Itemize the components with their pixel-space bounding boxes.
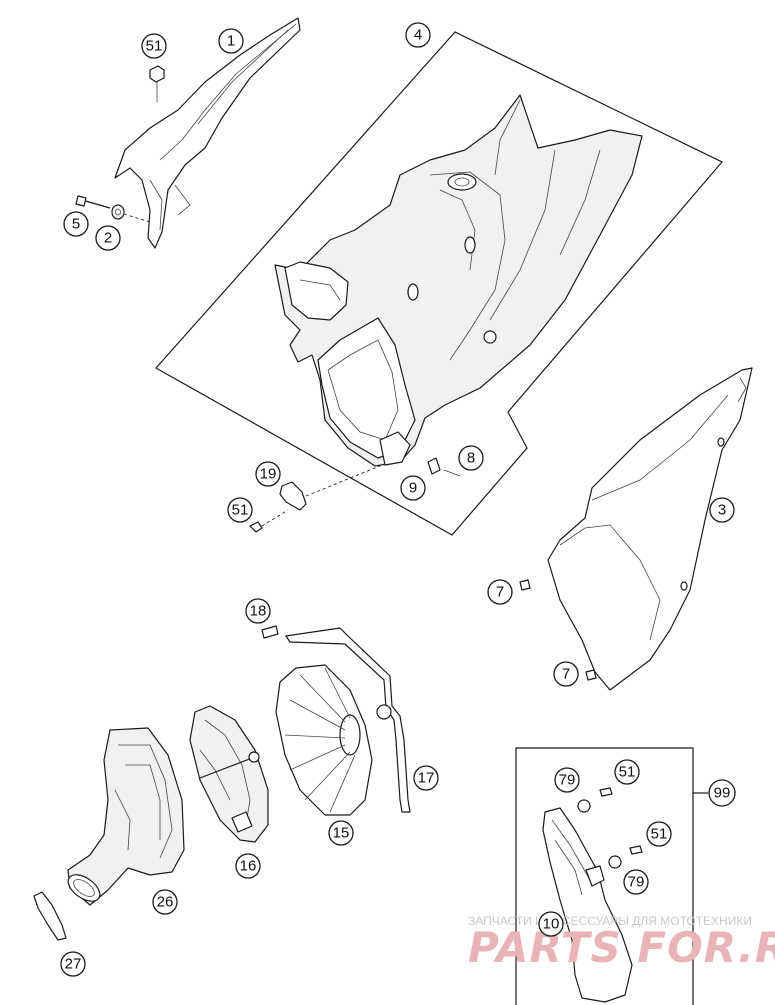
part-19-bracket[interactable] — [249, 465, 381, 533]
part-17-filter-cage[interactable] — [285, 627, 411, 813]
svg-text:18: 18 — [250, 603, 267, 620]
part-27-clamp[interactable] — [33, 891, 67, 941]
callout-9: 9 — [400, 475, 426, 501]
callout-4: 4 — [405, 22, 431, 48]
svg-text:15: 15 — [333, 825, 350, 842]
callout-3: 3 — [709, 497, 735, 523]
callout-5: 5 — [63, 211, 89, 237]
callout-8: 8 — [458, 445, 484, 471]
callout-51-kit-lower: 51 — [646, 821, 672, 847]
part-26-intake-boot[interactable] — [64, 727, 185, 907]
callout-18: 18 — [245, 598, 271, 624]
svg-text:51: 51 — [619, 764, 636, 781]
part-4-airbox[interactable] — [274, 94, 643, 467]
part-18-pin[interactable] — [261, 625, 279, 639]
callout-10: 10 — [538, 911, 564, 937]
svg-text:51: 51 — [146, 38, 163, 55]
callout-7-upper: 7 — [487, 579, 513, 605]
svg-text:26: 26 — [157, 894, 174, 911]
svg-text:9: 9 — [409, 480, 417, 497]
clip-8-9 — [427, 457, 461, 477]
part-3-side-panel[interactable] — [547, 367, 753, 691]
callout-19: 19 — [255, 461, 281, 487]
svg-text:8: 8 — [467, 450, 475, 467]
callout-17: 17 — [413, 765, 439, 791]
callout-2: 2 — [95, 225, 121, 251]
callout-27: 27 — [60, 951, 86, 977]
svg-text:2: 2 — [104, 230, 112, 247]
callout-7-lower: 7 — [553, 661, 579, 687]
svg-text:10: 10 — [543, 916, 560, 933]
watermark: ЗАПЧАСТИ И АКСЕССУАРЫ ДЛЯ МОТОТЕХНИКИ PA… — [468, 914, 775, 972]
part-15-air-filter[interactable] — [275, 664, 373, 816]
svg-text:3: 3 — [718, 502, 726, 519]
svg-text:7: 7 — [496, 584, 504, 601]
callout-99: 99 — [708, 779, 736, 807]
callout-51-kit-upper: 51 — [614, 759, 640, 785]
callout-1: 1 — [218, 28, 244, 54]
part-1-side-panel[interactable] — [114, 17, 301, 249]
svg-text:7: 7 — [562, 666, 570, 683]
svg-text:99: 99 — [714, 785, 731, 802]
callout-51-top: 51 — [141, 33, 167, 59]
part-16-filter-support[interactable] — [189, 705, 269, 843]
svg-text:17: 17 — [418, 770, 435, 787]
callout-26: 26 — [152, 889, 178, 915]
washer-screw-upper — [577, 787, 613, 813]
callout-79-lower: 79 — [623, 869, 649, 895]
svg-text:51: 51 — [232, 502, 249, 519]
svg-text:79: 79 — [559, 772, 576, 789]
watermark-brand: PARTS FOR.RU — [468, 923, 775, 972]
svg-text:4: 4 — [414, 27, 422, 44]
assembly-4-frame — [155, 31, 723, 536]
svg-text:27: 27 — [65, 956, 82, 973]
assembly-99-frame — [515, 747, 694, 1005]
screw-5-washer-2 — [75, 195, 151, 223]
svg-text:51: 51 — [651, 826, 668, 843]
svg-text:79: 79 — [628, 874, 645, 891]
callout-79-upper: 79 — [554, 767, 580, 793]
svg-text:1: 1 — [227, 33, 235, 50]
svg-text:19: 19 — [260, 466, 277, 483]
svg-text:16: 16 — [240, 858, 257, 875]
callout-16: 16 — [235, 853, 261, 879]
nut-7-upper — [519, 579, 531, 591]
svg-text:5: 5 — [72, 216, 80, 233]
washer-screw-lower — [608, 845, 643, 869]
callout-51-mid: 51 — [227, 497, 253, 523]
nut-7-lower — [585, 669, 597, 681]
screw-51-top — [149, 65, 165, 102]
callout-15: 15 — [328, 820, 354, 846]
part-10-airbox-cover[interactable] — [542, 807, 633, 1003]
